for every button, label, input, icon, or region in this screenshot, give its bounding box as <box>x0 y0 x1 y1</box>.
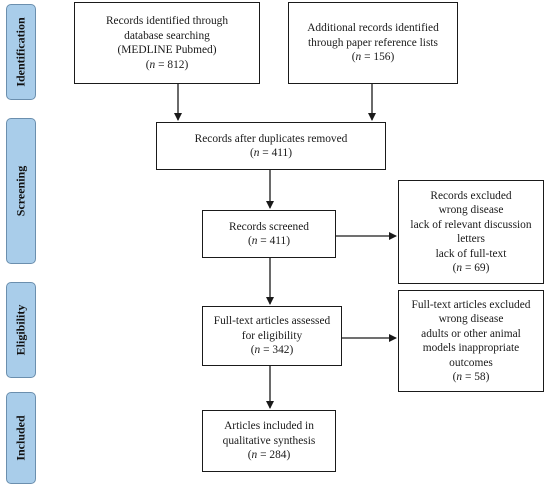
box-records-identified: Records identified through database sear… <box>74 2 260 84</box>
box-line: wrong disease <box>438 204 504 216</box>
count-value: = 58) <box>462 371 490 383</box>
box-line: wrong disease <box>438 313 504 325</box>
n-symbol: n <box>251 235 258 247</box>
box-included-synthesis: Articles included in qualitative synthes… <box>202 410 336 472</box>
box-line: Records after duplicates removed <box>194 132 348 145</box>
phase-included: Included <box>6 392 36 484</box>
box-count: (n = 411) <box>249 147 293 159</box>
count-value: = 342) <box>260 344 294 357</box>
phase-eligibility: Eligibility <box>6 282 36 378</box>
box-line: Additional records identified <box>307 22 439 35</box>
box-count: (n = 58) <box>452 371 490 383</box>
count-value: = 156) <box>361 51 395 64</box>
count-value: = 69) <box>462 262 490 274</box>
phase-identification-label: Identification <box>13 17 28 87</box>
n-symbol: n <box>149 58 156 71</box>
box-count: (n = 812) <box>145 58 189 71</box>
box-line: adults or other animal <box>421 327 521 340</box>
count-value: = 284) <box>257 449 291 462</box>
box-line: models inappropriate <box>422 342 520 354</box>
box-additional-records: Additional records identified through pa… <box>288 2 458 84</box>
box-after-duplicates: Records after duplicates removed (n = 41… <box>156 122 386 170</box>
n-symbol: n <box>456 371 463 383</box>
box-line: Full-text articles assessed <box>213 315 331 328</box>
n-symbol: n <box>253 147 260 159</box>
n-symbol: n <box>254 344 261 357</box>
box-records-screened: Records screened (n = 411) <box>202 210 336 258</box>
box-line: lack of relevant discussion <box>410 218 532 231</box>
phase-included-label: Included <box>13 415 28 461</box>
box-count: (n = 284) <box>247 449 291 462</box>
box-line: through paper reference lists <box>308 36 438 49</box>
count-value: = 812) <box>155 58 189 71</box>
box-line: Articles included in <box>224 420 314 433</box>
box-line: Records excluded <box>430 189 512 202</box>
box-line: database searching <box>124 29 210 42</box>
phase-identification: Identification <box>6 4 36 100</box>
box-line: qualitative synthesis <box>222 434 316 447</box>
box-count: (n = 411) <box>247 235 291 247</box>
box-fulltext-assessed: Full-text articles assessed for eligibil… <box>202 306 342 366</box>
box-line: outcomes <box>449 356 493 369</box>
box-fulltext-excluded: Full-text articles excluded wrong diseas… <box>398 290 544 392</box>
n-symbol: n <box>355 51 362 64</box>
box-line: letters <box>457 233 485 245</box>
box-line: for eligibility <box>241 329 303 342</box>
box-line: lack of full-text <box>435 247 507 260</box>
n-symbol: n <box>456 262 463 274</box>
box-line: Records screened <box>228 220 309 233</box>
box-line: Full-text articles excluded <box>411 298 531 311</box>
phase-screening: Screening <box>6 118 36 264</box>
phase-eligibility-label: Eligibility <box>13 304 28 356</box>
box-records-excluded: Records excluded wrong disease lack of r… <box>398 180 544 284</box>
box-line: (MEDLINE Pubmed) <box>117 44 217 56</box>
phase-screening-label: Screening <box>13 165 28 217</box>
box-line: Records identified through <box>105 15 229 27</box>
box-count: (n = 342) <box>250 344 294 357</box>
n-symbol: n <box>251 449 258 462</box>
box-count: (n = 69) <box>452 262 490 274</box>
count-value: = 411) <box>259 147 293 159</box>
count-value: = 411) <box>257 235 291 247</box>
box-count: (n = 156) <box>351 51 395 64</box>
